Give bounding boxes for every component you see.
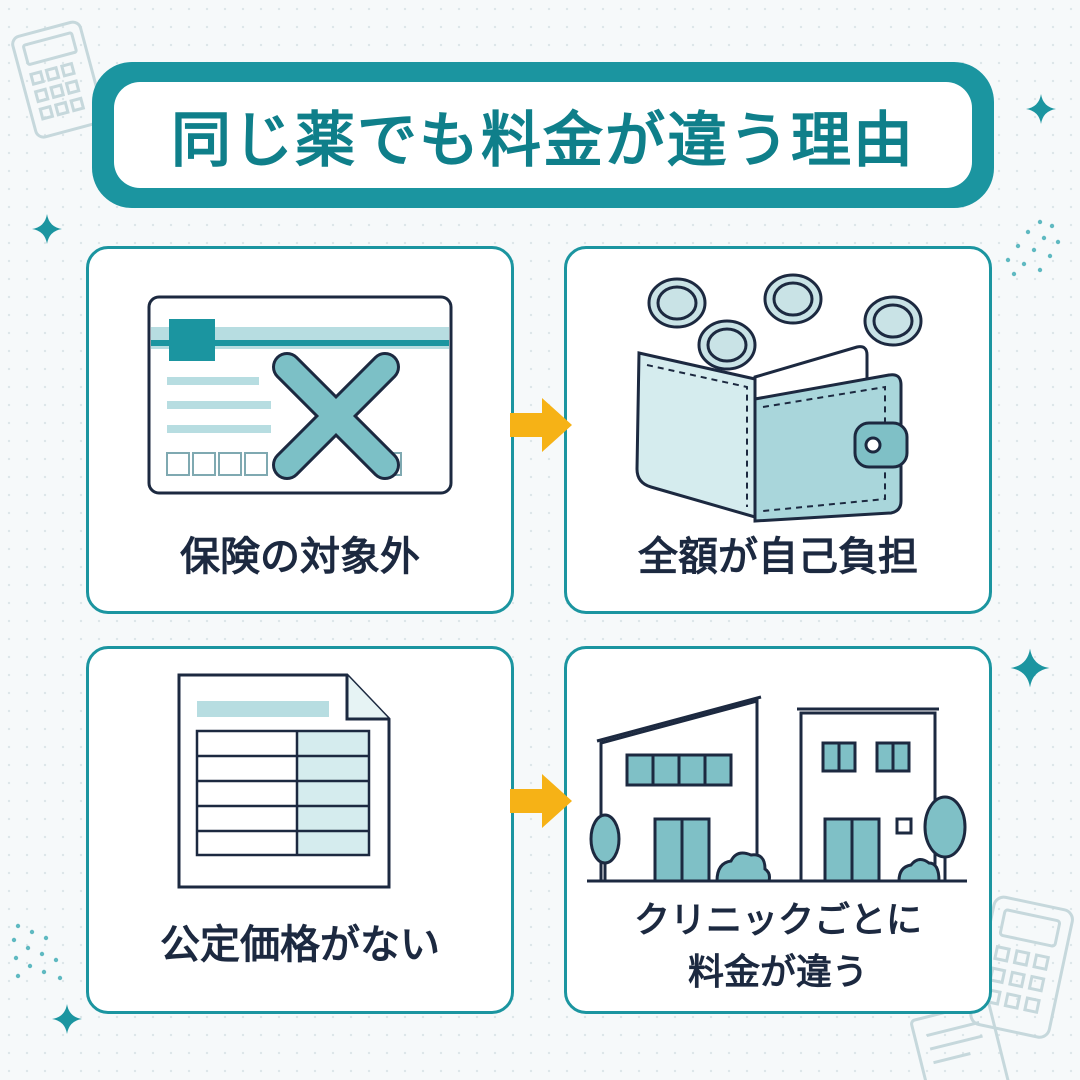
card-label: 料金が違う	[687, 952, 868, 993]
sparkle-icon	[32, 214, 62, 244]
arrow-right-icon	[510, 774, 572, 828]
card-label: 公定価格がない	[160, 922, 440, 968]
card-full-self-pay: 全額が自己負担	[564, 246, 992, 614]
card-no-official-price: 公定価格がない	[86, 646, 514, 1014]
bush-icon	[715, 851, 941, 883]
title-banner: 同じ薬でも料金が違う理由	[92, 62, 994, 208]
card-label: 保険の対象外	[180, 534, 420, 580]
page-title: 同じ薬でも料金が違う理由	[171, 105, 915, 176]
arrow-right-icon	[510, 398, 572, 452]
clinic-building	[797, 707, 939, 883]
dots-decor-icon	[1005, 219, 1061, 277]
wallet-with-coins-icon	[635, 273, 923, 523]
card-not-covered: 保険の対象外	[86, 246, 514, 614]
sparkle-icon	[1026, 94, 1056, 124]
sparkle-icon	[1010, 648, 1050, 688]
card-price-varies-by-clinic: クリニックごとに 料金が違う	[564, 646, 992, 1014]
card-label: クリニックごとに	[633, 900, 922, 941]
calculator-decor-icon	[11, 20, 106, 139]
tree-icon	[589, 795, 967, 881]
cross-mark	[272, 352, 400, 480]
coin-icon	[647, 273, 923, 371]
sparkle-icon	[52, 1004, 82, 1034]
insurance-card-crossed-icon	[147, 295, 453, 495]
clinic-building	[596, 695, 762, 883]
price-table-document-icon	[177, 673, 391, 889]
title-inner: 同じ薬でも料金が違う理由	[114, 82, 972, 188]
card-label: 全額が自己負担	[638, 534, 918, 580]
dots-decor-icon	[11, 923, 63, 981]
clinic-buildings-icon	[587, 695, 967, 883]
